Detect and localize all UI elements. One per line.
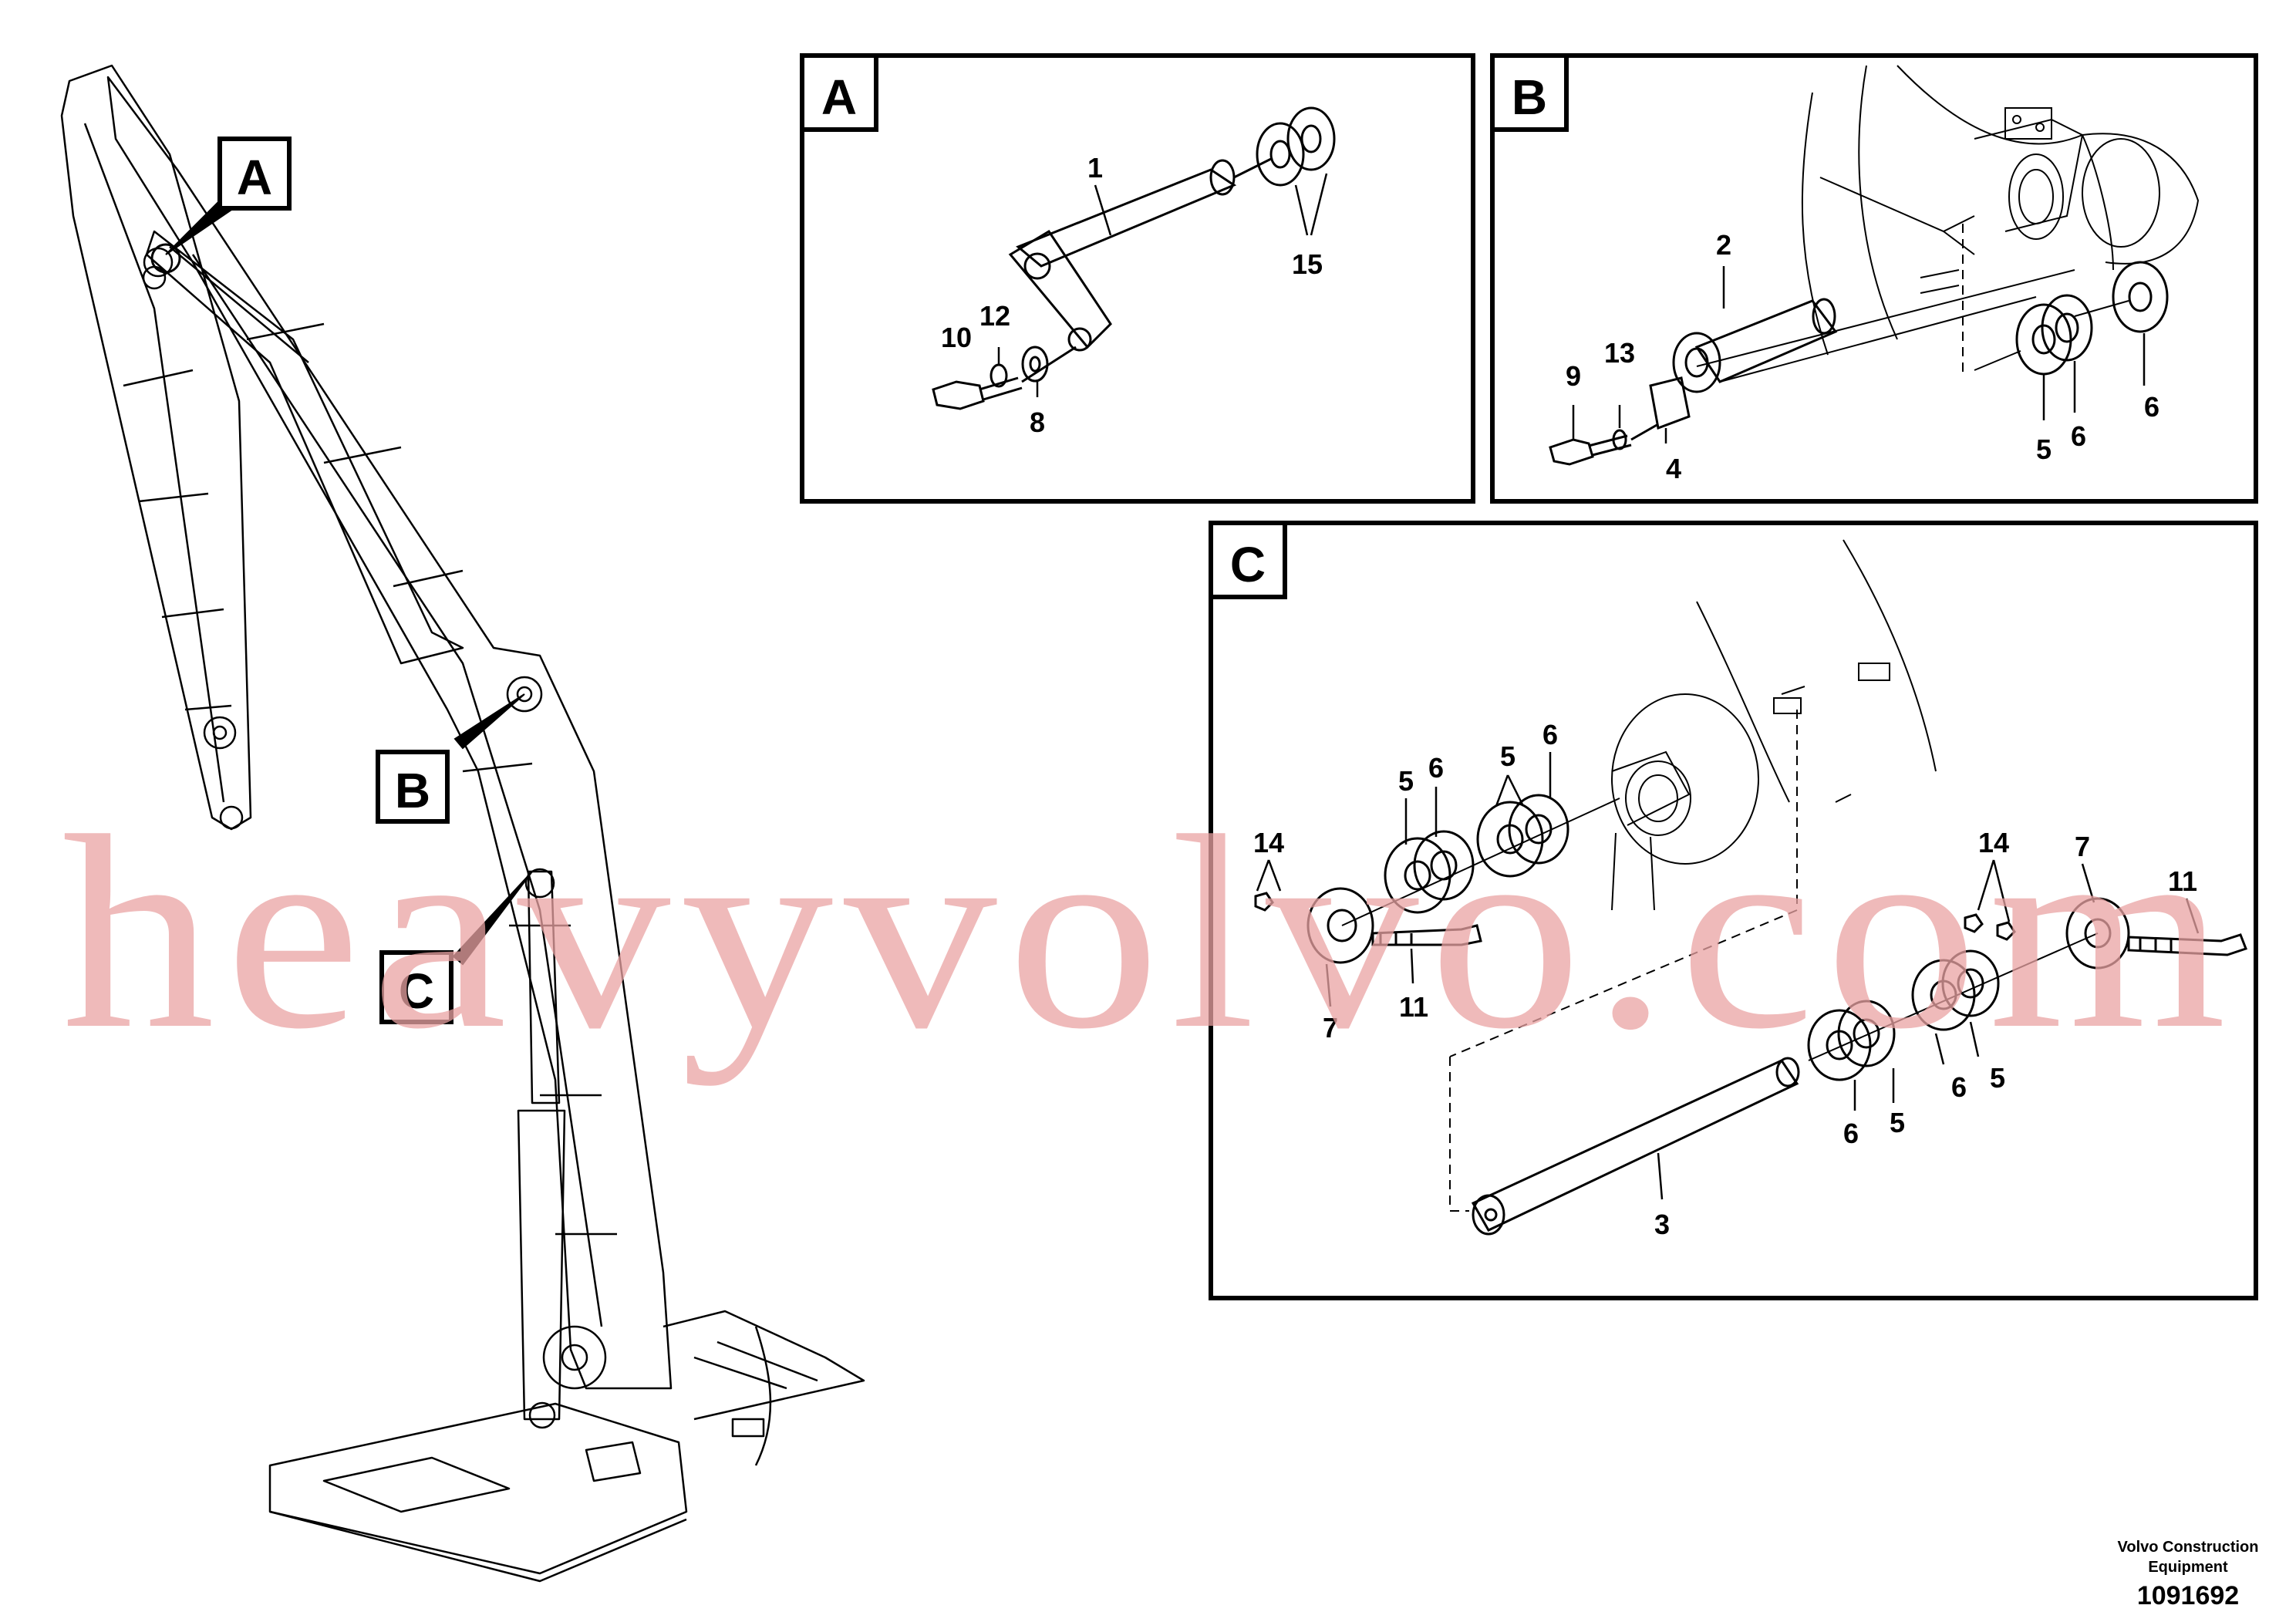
- pin-1-drawing: [932, 106, 1336, 410]
- label-6d: 6: [1951, 1071, 1967, 1103]
- label-1: 1: [1087, 152, 1103, 184]
- label-6c: 6: [1843, 1118, 1859, 1149]
- detail-panel-c: C: [1209, 521, 2258, 1300]
- label-7b: 7: [2075, 831, 2090, 862]
- label-5: 5: [2036, 433, 2052, 465]
- svg-text:C: C: [1230, 537, 1266, 592]
- pin-2-drawing: [1549, 224, 2169, 466]
- label-6a: 6: [2071, 420, 2086, 452]
- drawing-number: 1091692: [2136, 1581, 2240, 1610]
- label-11a: 11: [1399, 991, 1428, 1023]
- label-8: 8: [1030, 406, 1045, 438]
- label-15: 15: [1292, 248, 1323, 280]
- overview-callout-pointers: [150, 199, 533, 966]
- label-6b: 6: [2144, 391, 2159, 423]
- detail-panel-b: B: [1490, 53, 2258, 504]
- brand-line-1: Volvo Construction: [2117, 1539, 2259, 1556]
- label-5a: 5: [1398, 765, 1414, 797]
- label-14a: 14: [1253, 827, 1284, 858]
- boom-end-background: [1801, 65, 2200, 356]
- label-5d: 5: [1990, 1062, 2005, 1094]
- brand-caption: Volvo Construction Equipment: [2111, 1537, 2265, 1577]
- label-5c: 5: [1890, 1107, 1905, 1138]
- svg-text:A: A: [821, 69, 857, 125]
- brand-line-2: Equipment: [2148, 1559, 2228, 1576]
- label-6a: 6: [1428, 752, 1444, 784]
- label-11b: 11: [2168, 865, 2197, 897]
- label-13: 13: [1604, 337, 1635, 369]
- label-3: 3: [1654, 1209, 1670, 1240]
- label-6b: 6: [1542, 719, 1558, 750]
- svg-text:B: B: [395, 763, 430, 818]
- detail-panel-a: A 1 15 10 12 8: [800, 53, 1475, 504]
- leader-lines-b: [1572, 266, 2146, 443]
- label-14b: 14: [1978, 827, 2009, 858]
- svg-text:A: A: [237, 150, 272, 205]
- label-2: 2: [1716, 229, 1731, 261]
- leader-lines-c: [1256, 752, 2200, 1200]
- callout-a: A: [217, 137, 292, 211]
- pin-3-drawing: [1254, 794, 2247, 1236]
- label-4: 4: [1666, 453, 1681, 484]
- label-5b: 5: [1500, 740, 1515, 772]
- leader-lines-a: [997, 173, 1328, 397]
- callout-c: C: [379, 950, 453, 1024]
- watermark: heavyvolvo.com: [62, 778, 2237, 1087]
- svg-text:B: B: [1512, 69, 1547, 125]
- svg-text:C: C: [399, 963, 434, 1019]
- callout-b: B: [376, 750, 450, 824]
- cylinder-end-background: [1449, 539, 1937, 1212]
- label-9: 9: [1566, 360, 1581, 392]
- label-12: 12: [979, 300, 1010, 332]
- label-10: 10: [941, 322, 972, 353]
- label-7a: 7: [1323, 1012, 1338, 1044]
